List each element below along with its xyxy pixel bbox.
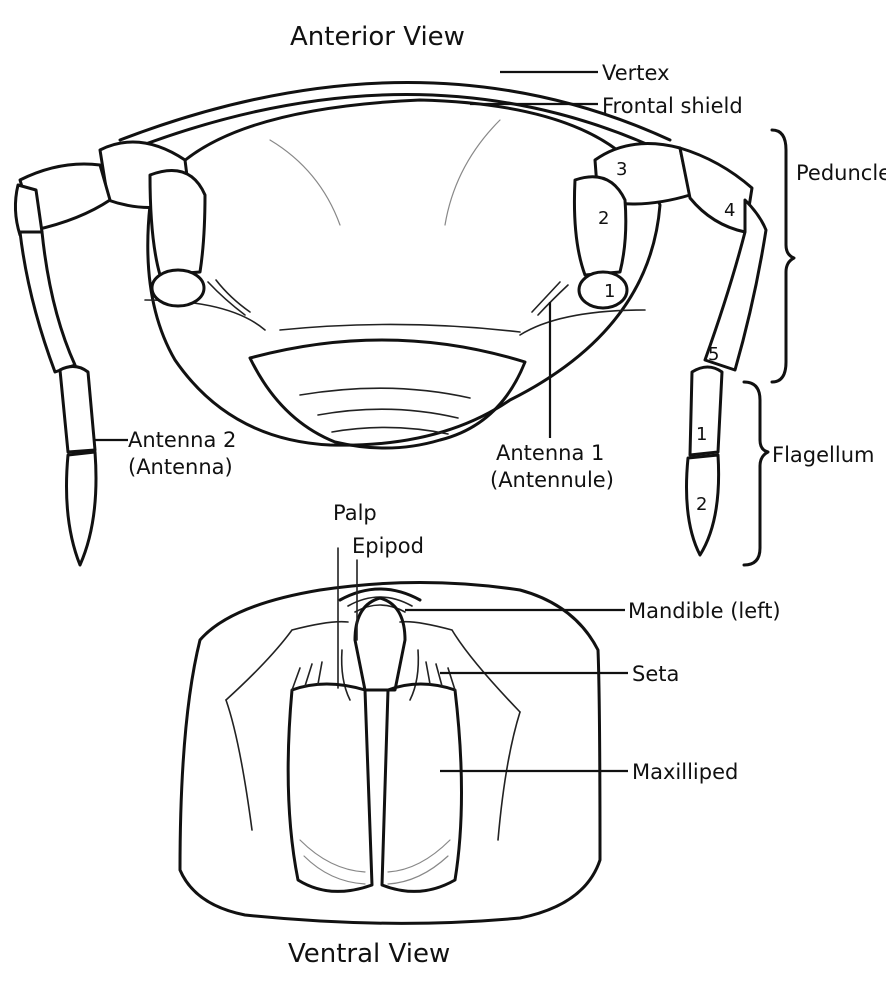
maxilliped-label: Maxilliped	[632, 760, 738, 784]
peduncle-segment-2: 2	[598, 208, 609, 229]
antenna-2-sublabel: (Antenna)	[128, 455, 233, 479]
antenna-1-sublabel: (Antennule)	[490, 468, 614, 492]
antenna-1-label: Antenna 1	[496, 441, 604, 465]
mandible-label: Mandible (left)	[628, 599, 781, 623]
frontal-shield-label: Frontal shield	[602, 94, 743, 118]
epipod-label: Epipod	[352, 534, 424, 558]
flagellum-label: Flagellum	[772, 443, 874, 467]
vertex-label: Vertex	[602, 61, 670, 85]
right-antenna-1: 2 1	[532, 177, 627, 315]
peduncle-bracket	[772, 130, 794, 382]
peduncle-segment-3: 3	[616, 159, 627, 180]
flagellum-bracket	[744, 382, 768, 565]
maxillipeds	[288, 662, 461, 891]
left-antenna-1	[150, 171, 250, 316]
peduncle-segment-1: 1	[604, 281, 615, 302]
ventral-view-title: Ventral View	[288, 939, 450, 969]
seta-label: Seta	[632, 662, 679, 686]
mandible-palp-epipod	[338, 548, 420, 700]
flagellum-segment-2: 2	[696, 494, 707, 515]
flagellum-segment-1: 1	[696, 424, 707, 445]
peduncle-segment-4: 4	[724, 200, 735, 221]
peduncle-label: Peduncle	[796, 161, 886, 185]
anterior-view-title: Anterior View	[290, 22, 465, 52]
peduncle-segment-5: 5	[708, 344, 719, 365]
antenna-2-label: Antenna 2	[128, 428, 236, 452]
palp-label: Palp	[333, 501, 377, 525]
